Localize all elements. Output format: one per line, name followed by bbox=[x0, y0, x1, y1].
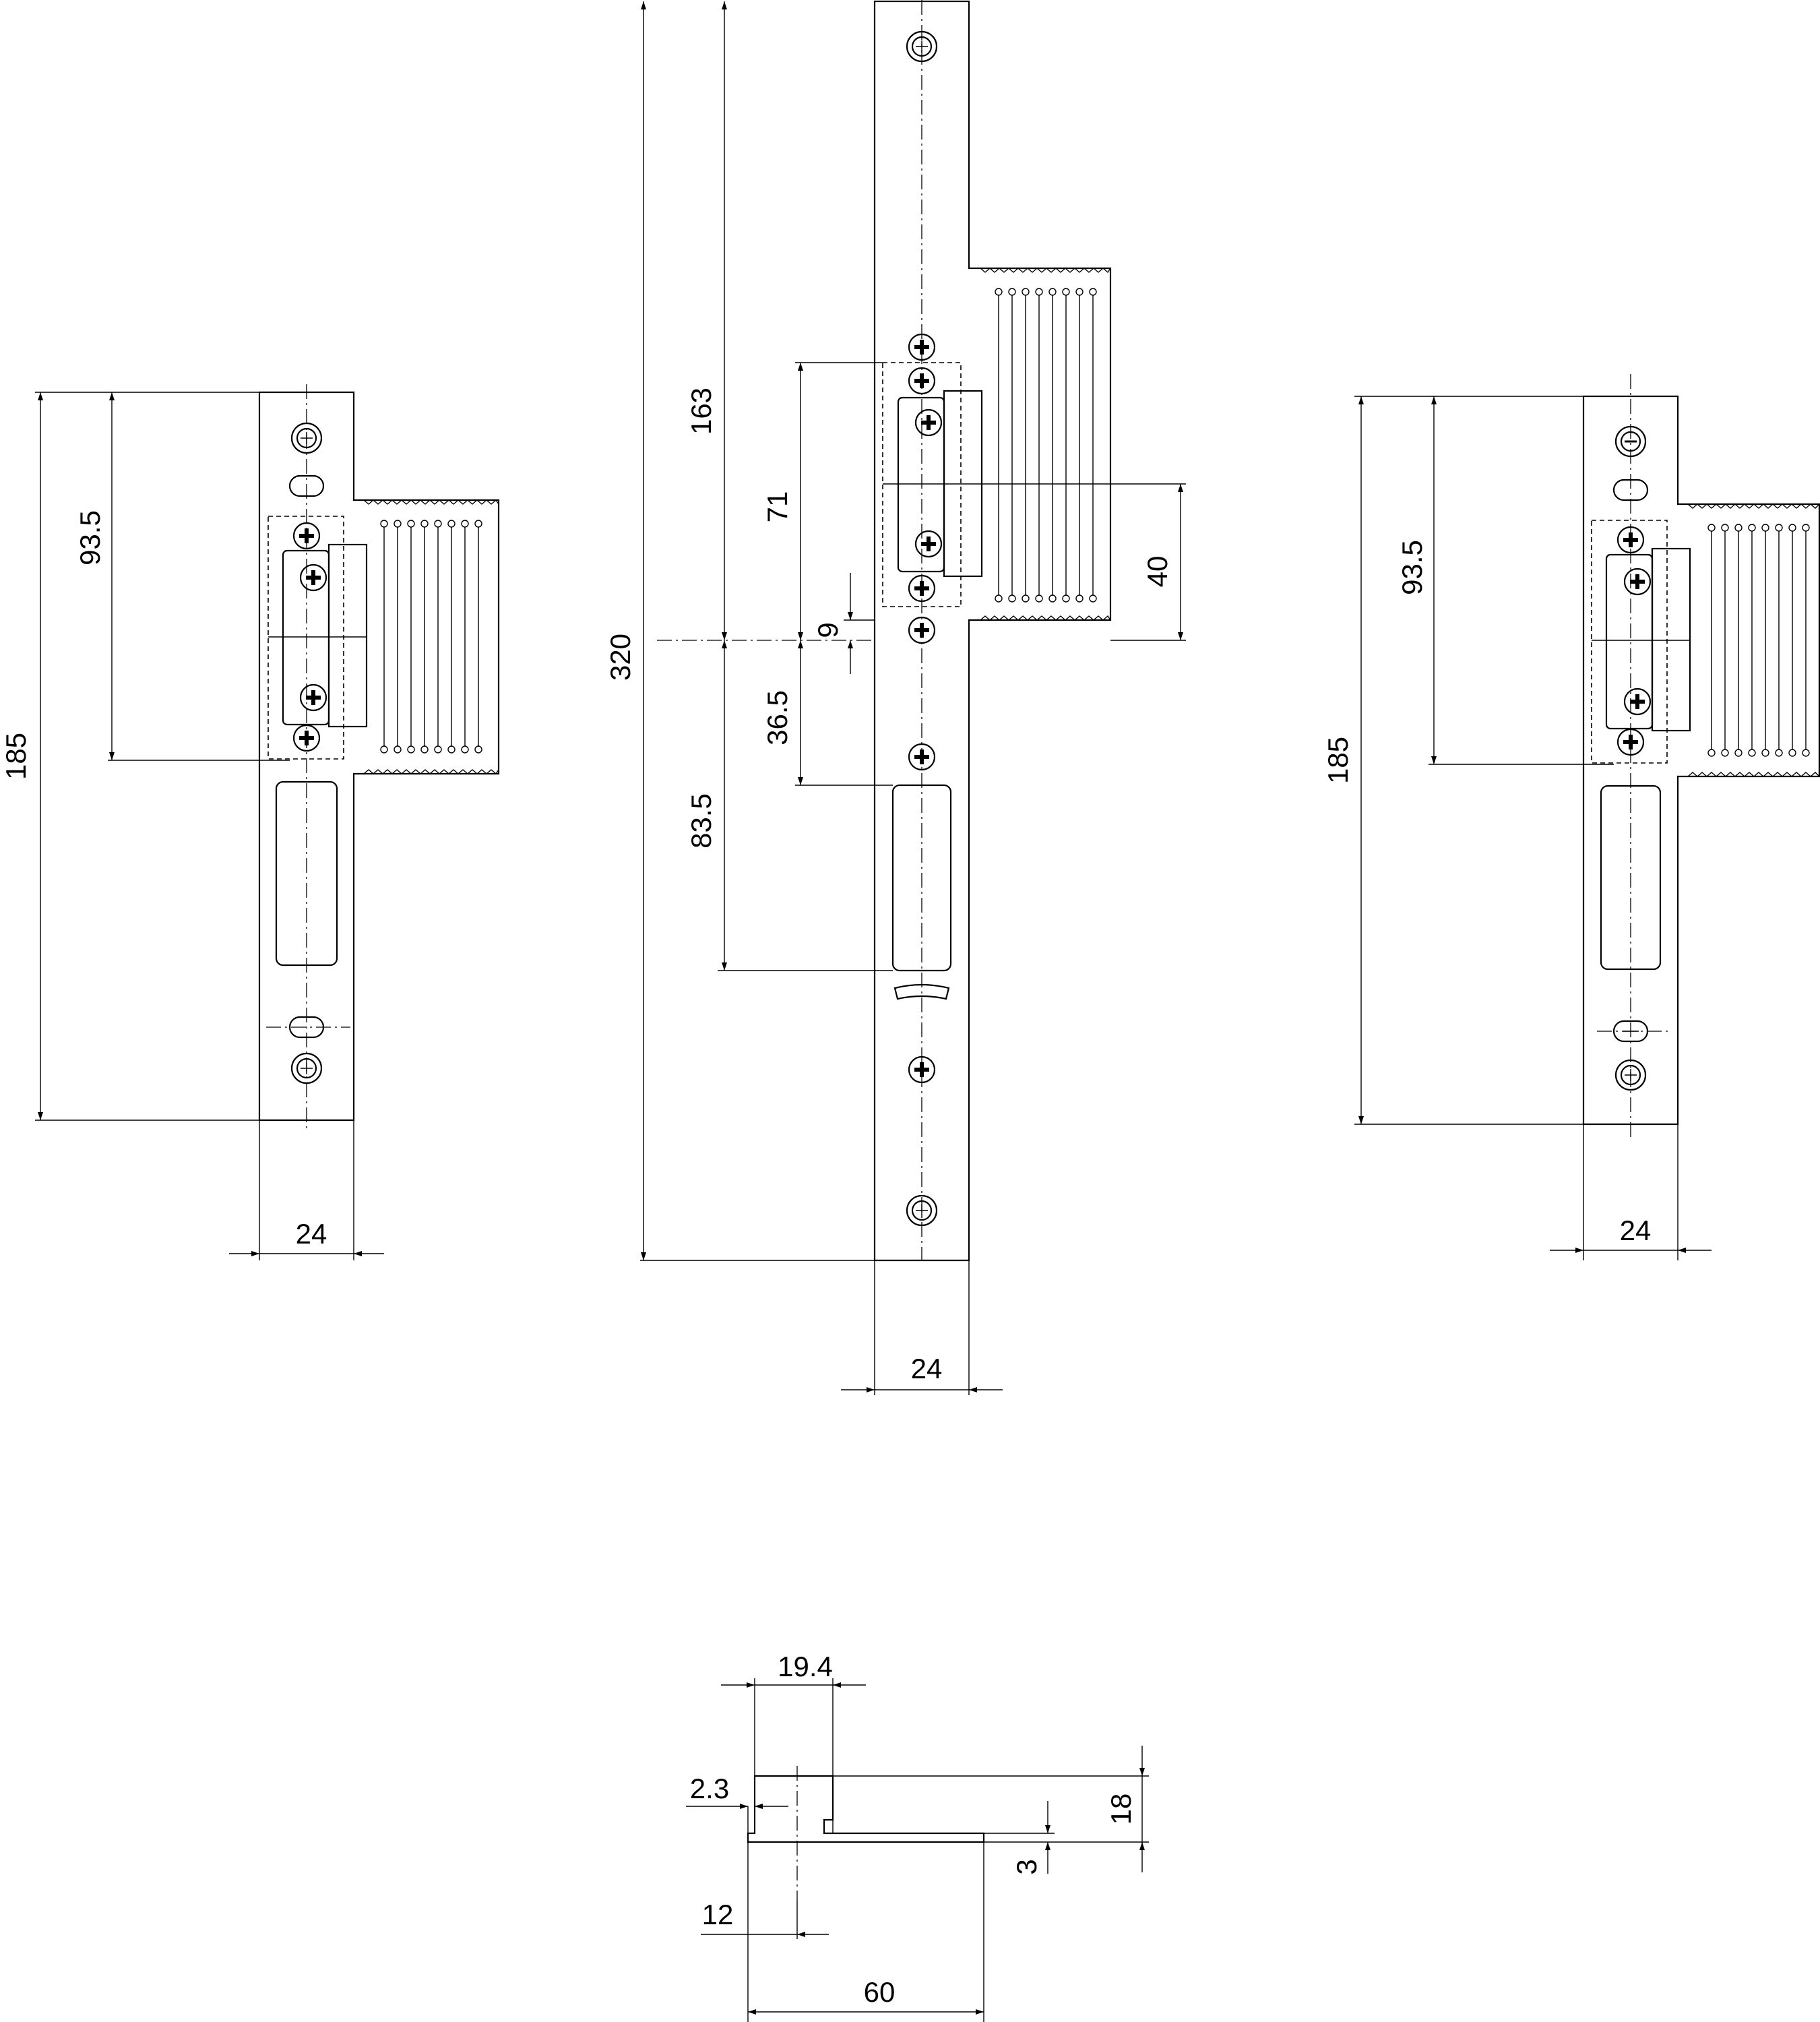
left-width-dim: 24 bbox=[296, 1218, 327, 1250]
left-height-dim: 185 bbox=[0, 733, 32, 780]
profile-step-dim: 2.3 bbox=[690, 1773, 729, 1804]
center-lower-dim: 36.5 bbox=[761, 690, 793, 745]
serrated-edge bbox=[1687, 503, 1820, 509]
screw-icon bbox=[1625, 689, 1650, 714]
serrated-edge bbox=[363, 768, 499, 775]
profile-height-dim: 18 bbox=[1105, 1794, 1137, 1825]
right-width-dim: 24 bbox=[1620, 1215, 1652, 1246]
profile-offset-dim: 12 bbox=[702, 1899, 734, 1930]
left-strike-plate: 185 93.5 24 bbox=[0, 384, 500, 1260]
screw-icon bbox=[301, 685, 326, 710]
screw-icon bbox=[1625, 569, 1650, 594]
center-keeper-span-dim: 71 bbox=[761, 491, 793, 523]
screw-icon bbox=[916, 531, 941, 557]
left-keeper-dim: 93.5 bbox=[74, 510, 106, 565]
profile-base-length-dim: 60 bbox=[864, 1976, 896, 2008]
screw-icon bbox=[909, 744, 935, 770]
screw-icon bbox=[916, 410, 941, 435]
screw-icon bbox=[909, 617, 935, 643]
serrated-edge bbox=[980, 268, 1111, 274]
screw-icon bbox=[301, 565, 326, 590]
center-total-dim: 320 bbox=[604, 634, 636, 681]
serrated-edge bbox=[1687, 772, 1820, 777]
center-width-dim: 24 bbox=[911, 1353, 943, 1384]
screw-icon bbox=[909, 368, 935, 394]
strike-profile-view: 19.4 2.3 18 3 12 60 bbox=[686, 1651, 1149, 2022]
profile-base-thickness-dim: 3 bbox=[1011, 1859, 1042, 1874]
adjustment-ribs bbox=[998, 292, 1094, 599]
oval-hole-icon bbox=[288, 474, 325, 497]
center-small-dim: 9 bbox=[812, 622, 844, 638]
serrated-edge bbox=[980, 615, 1111, 621]
adjustment-ribs bbox=[1711, 528, 1807, 753]
center-upper-dim: 163 bbox=[685, 388, 717, 435]
right-strike-plate: 185 93.5 24 bbox=[1322, 374, 1820, 1260]
oval-hole-icon bbox=[1612, 479, 1649, 501]
center-side-dim: 40 bbox=[1141, 556, 1173, 588]
center-strike-plate: 320 163 71 9 36.5 83.5 40 24 bbox=[604, 0, 1186, 1395]
oval-hole-icon bbox=[1612, 1020, 1649, 1043]
right-height-dim: 185 bbox=[1322, 737, 1354, 784]
oval-hole-icon bbox=[288, 1016, 325, 1039]
adjustment-ribs bbox=[383, 524, 479, 749]
center-slot-dim: 83.5 bbox=[685, 793, 717, 849]
profile-top-width-dim: 19.4 bbox=[778, 1651, 833, 1682]
serrated-edge bbox=[363, 499, 499, 506]
right-keeper-dim: 93.5 bbox=[1396, 540, 1428, 595]
